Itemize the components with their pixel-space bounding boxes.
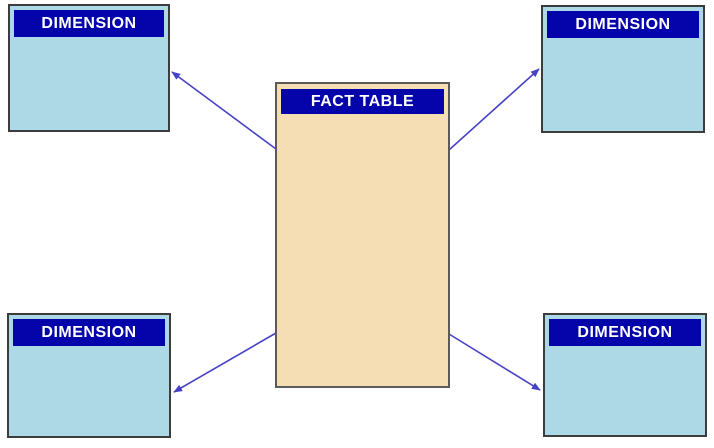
fact-table: FACT TABLE — [275, 82, 450, 388]
arrow-fact-to-bottom-right-dimension — [448, 333, 541, 391]
dimension-table-bottom-left: DIMENSION — [7, 313, 171, 438]
dimension-table-top-left: DIMENSION — [8, 4, 170, 132]
dimension-header: DIMENSION — [13, 319, 165, 346]
dimension-header: DIMENSION — [549, 319, 701, 346]
dimension-label: DIMENSION — [575, 15, 671, 33]
dimension-label: DIMENSION — [41, 14, 137, 32]
dimension-label: DIMENSION — [41, 323, 137, 341]
dimension-header: DIMENSION — [14, 10, 164, 37]
arrow-fact-to-top-left-dimension — [171, 71, 277, 150]
arrow-fact-to-bottom-left-dimension — [173, 332, 277, 393]
fact-table-header: FACT TABLE — [281, 89, 444, 114]
fact-table-label: FACT TABLE — [310, 92, 415, 110]
dimension-label: DIMENSION — [577, 323, 673, 341]
arrow-fact-to-top-right-dimension — [448, 68, 540, 151]
dimension-table-top-right: DIMENSION — [541, 5, 705, 133]
dimension-table-bottom-right: DIMENSION — [543, 313, 707, 437]
dimension-header: DIMENSION — [547, 11, 699, 38]
